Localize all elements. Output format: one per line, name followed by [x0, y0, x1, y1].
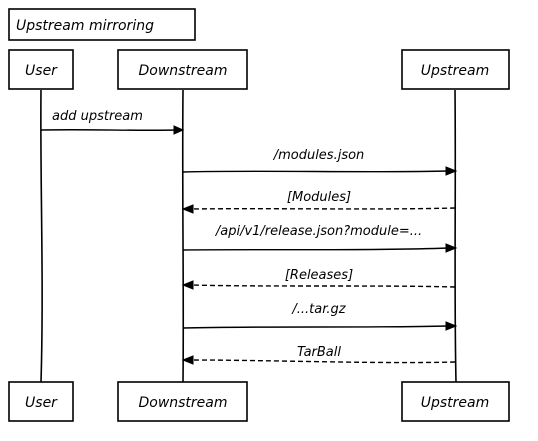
message-modules-json-label: /modules.json — [273, 148, 365, 163]
participant-user-bottom: User — [8, 381, 74, 422]
message-release-json: /api/v1/release.json?module=... — [182, 224, 458, 253]
diagram-title-text: Upstream mirroring — [16, 18, 154, 34]
message-modules-reply: [Modules] — [181, 190, 456, 214]
diagram-title: Upstream mirroring — [8, 8, 196, 41]
message-tar-gz: /...tar.gz — [182, 302, 458, 331]
message-add-upstream: add upstream — [40, 109, 185, 135]
participant-upstream-bottom: Upstream — [401, 381, 510, 422]
participant-upstream-bottom-label: Upstream — [421, 395, 490, 411]
participant-upstream-top: Upstream — [401, 49, 510, 90]
participant-user-label: User — [25, 63, 58, 79]
message-release-json-label: /api/v1/release.json?module=... — [215, 224, 422, 239]
message-add-upstream-label: add upstream — [52, 109, 143, 124]
message-modules-json: /modules.json — [182, 148, 458, 176]
message-tarball-reply: TarBall — [181, 345, 456, 365]
message-releases-reply-label: [Releases] — [285, 268, 353, 283]
message-releases-reply: [Releases] — [181, 268, 456, 290]
participant-downstream-top: Downstream — [117, 49, 248, 90]
participant-downstream-bottom-label: Downstream — [138, 395, 227, 411]
participant-user-bottom-label: User — [25, 395, 58, 411]
participant-downstream-label: Downstream — [138, 63, 227, 79]
message-tarball-reply-label: TarBall — [297, 345, 341, 360]
participant-user-top: User — [8, 49, 74, 90]
user-lifeline — [40, 89, 43, 383]
upstream-lifeline — [454, 89, 457, 383]
participant-downstream-bottom: Downstream — [117, 381, 248, 422]
message-tar-gz-label: /...tar.gz — [291, 302, 346, 317]
downstream-lifeline — [181, 89, 185, 383]
participant-upstream-label: Upstream — [421, 63, 490, 79]
message-modules-reply-label: [Modules] — [287, 190, 351, 205]
